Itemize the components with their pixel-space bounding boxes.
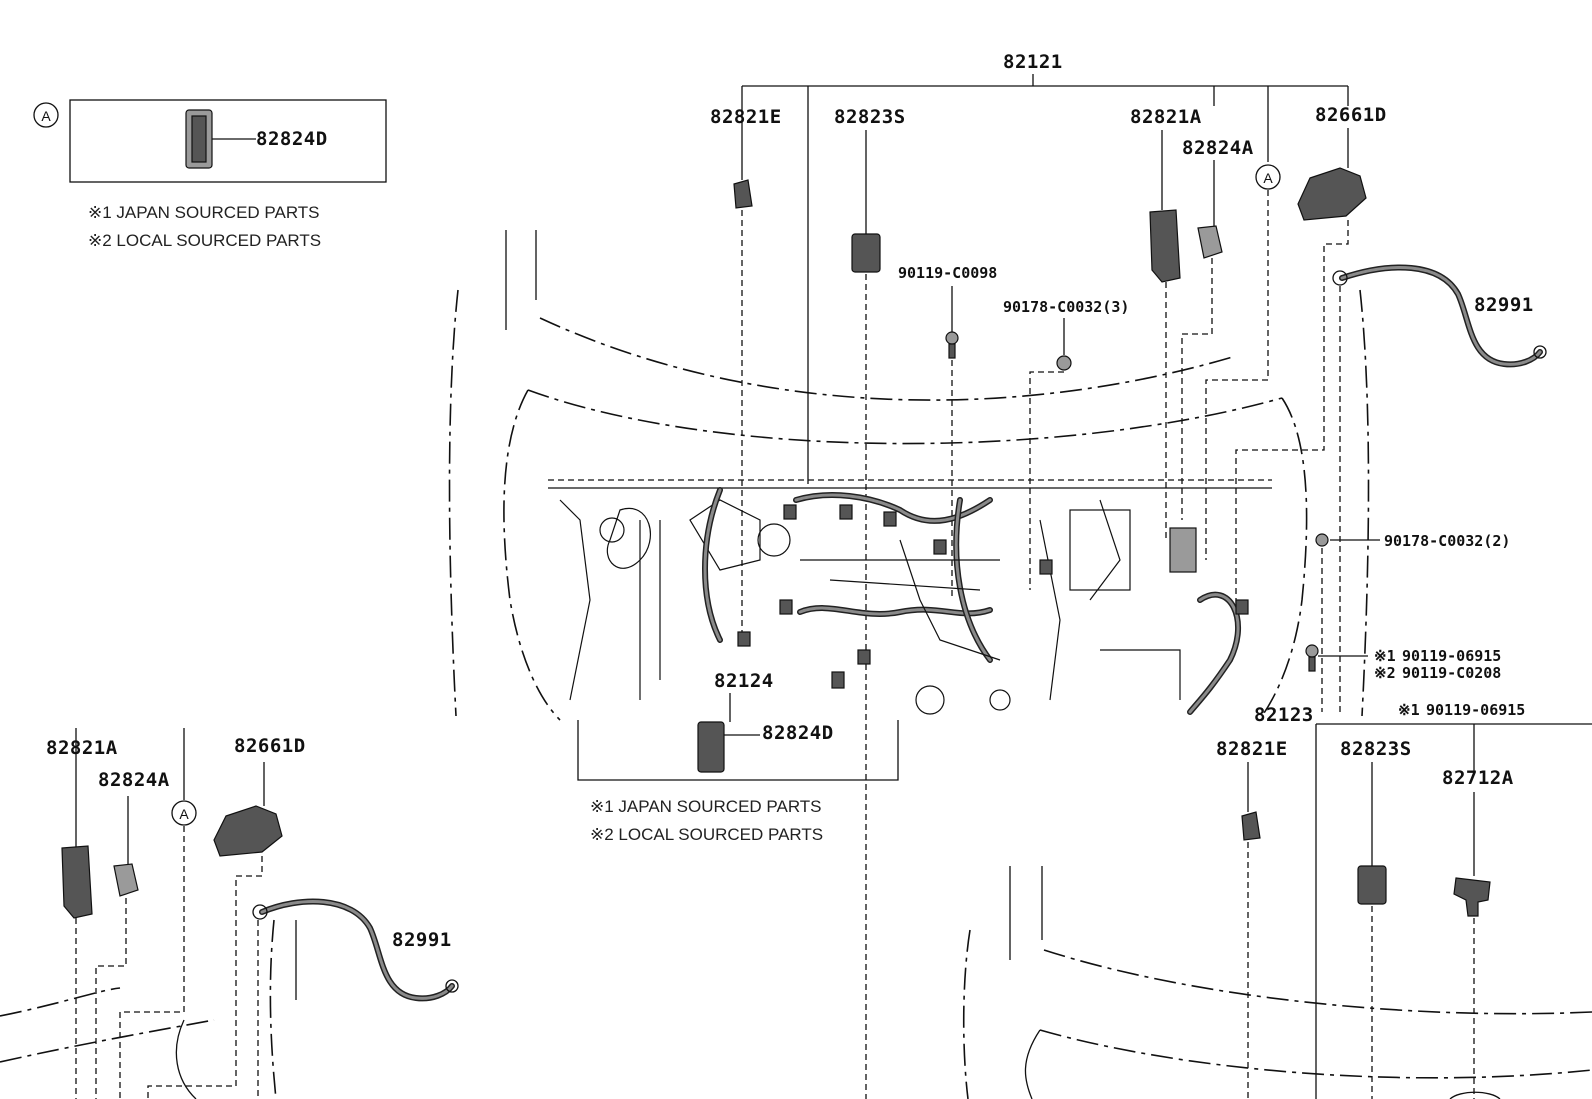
connector-82821a-icon — [1149, 209, 1181, 283]
label-82661d: 82661D — [1315, 104, 1387, 126]
engine-bay-components — [559, 487, 1249, 715]
label-82661d-bl: 82661D — [234, 735, 306, 757]
label-82821a: 82821A — [1130, 106, 1202, 128]
label-90178-c0032-3: 90178-C0032(3) — [1003, 298, 1129, 316]
bolt-c0098-icon — [945, 331, 959, 345]
label-82121: 82121 — [1003, 51, 1063, 73]
label-90119-06915-b: 90119-06915 — [1426, 701, 1525, 719]
inset-a-panel: A 82824D ※1 JAPAN SOURCED PARTS ※2 LOCAL… — [33, 99, 387, 250]
fender-left-outline — [503, 389, 561, 721]
fender-right-outline — [1261, 397, 1308, 717]
note-japan-sourced-main: ※1 JAPAN SOURCED PARTS — [590, 797, 822, 816]
note-local-sourced-main: ※2 LOCAL SOURCED PARTS — [590, 825, 823, 844]
clamp-82824a-bl-icon — [113, 863, 139, 897]
connector-82821a-bl-icon — [61, 845, 93, 919]
callout-a-circle-main — [1255, 164, 1281, 190]
label-90178-c0032-2: 90178-C0032(2) — [1384, 532, 1510, 550]
nut-c0032-3-icon — [1056, 355, 1072, 371]
connector-82823s-br-icon — [1357, 865, 1387, 905]
label-90119-c0208: 90119-C0208 — [1402, 664, 1501, 682]
bottom-left-fragment: 82821A 82824A 82661D 82991 A — [0, 728, 459, 1099]
label-82712a: 82712A — [1442, 767, 1514, 789]
relay-block-82661d-bl-icon — [213, 805, 283, 857]
label-82821a-bl: 82821A — [46, 737, 118, 759]
hood-outline-upper — [539, 317, 1237, 401]
note-japan-sourced-top: ※1 JAPAN SOURCED PARTS — [88, 203, 320, 222]
label-82824d-inset: 82824D — [256, 128, 328, 150]
mark-1-b: ※1 — [1398, 701, 1420, 719]
hood-outline-lower — [527, 389, 1283, 445]
label-82821e-br: 82821E — [1216, 738, 1288, 760]
label-90119-c0098: 90119-C0098 — [898, 264, 997, 282]
label-82824d-main: 82824D — [762, 722, 834, 744]
bottom-right-fragment: 82123 ※1 90119-06915 82821E 82823S 82712… — [962, 701, 1592, 1099]
clamp-82824d-detail-icon — [191, 115, 207, 163]
callout-a-circle-bl — [171, 800, 197, 826]
callout-a-circle — [33, 102, 59, 128]
bolt-06915-icon — [1305, 644, 1319, 658]
label-82991-bl: 82991 — [392, 929, 452, 951]
callout-a-letter-main: A — [1263, 170, 1273, 186]
label-82823s-br: 82823S — [1340, 738, 1412, 760]
clamp-82824d-box — [577, 720, 899, 781]
inset-a-box — [69, 99, 387, 183]
mark-1-a: ※1 — [1374, 647, 1396, 665]
label-82824a-bl: 82824A — [98, 769, 170, 791]
mark-2-a: ※2 — [1374, 664, 1396, 682]
sensor-82712a-icon — [1453, 877, 1491, 917]
callout-a-letter: A — [41, 108, 51, 124]
body-side-right — [1359, 289, 1370, 717]
note-local-sourced-top: ※2 LOCAL SOURCED PARTS — [88, 231, 321, 250]
body-side-left — [448, 289, 459, 717]
label-82991: 82991 — [1474, 294, 1534, 316]
label-82821e: 82821E — [710, 106, 782, 128]
label-82124: 82124 — [714, 670, 774, 692]
nut-c0032-2-icon — [1315, 533, 1329, 547]
label-90119-06915-a: 90119-06915 — [1402, 647, 1501, 665]
label-82824a: 82824A — [1182, 137, 1254, 159]
relay-block-82661d-icon — [1297, 167, 1367, 221]
connector-82821e-br-icon — [1241, 811, 1261, 841]
label-82123: 82123 — [1254, 704, 1314, 726]
connector-82823s-icon — [851, 233, 881, 273]
connector-82821e-icon — [733, 179, 753, 209]
label-82823s: 82823S — [834, 106, 906, 128]
callout-a-letter-bl: A — [179, 806, 189, 822]
clamp-82824a-icon — [1197, 225, 1223, 259]
main-diagram: 82121 82821E 82823S 82821A 82824A 82661D… — [448, 51, 1547, 1099]
clamp-82824d-main-icon — [697, 721, 725, 773]
